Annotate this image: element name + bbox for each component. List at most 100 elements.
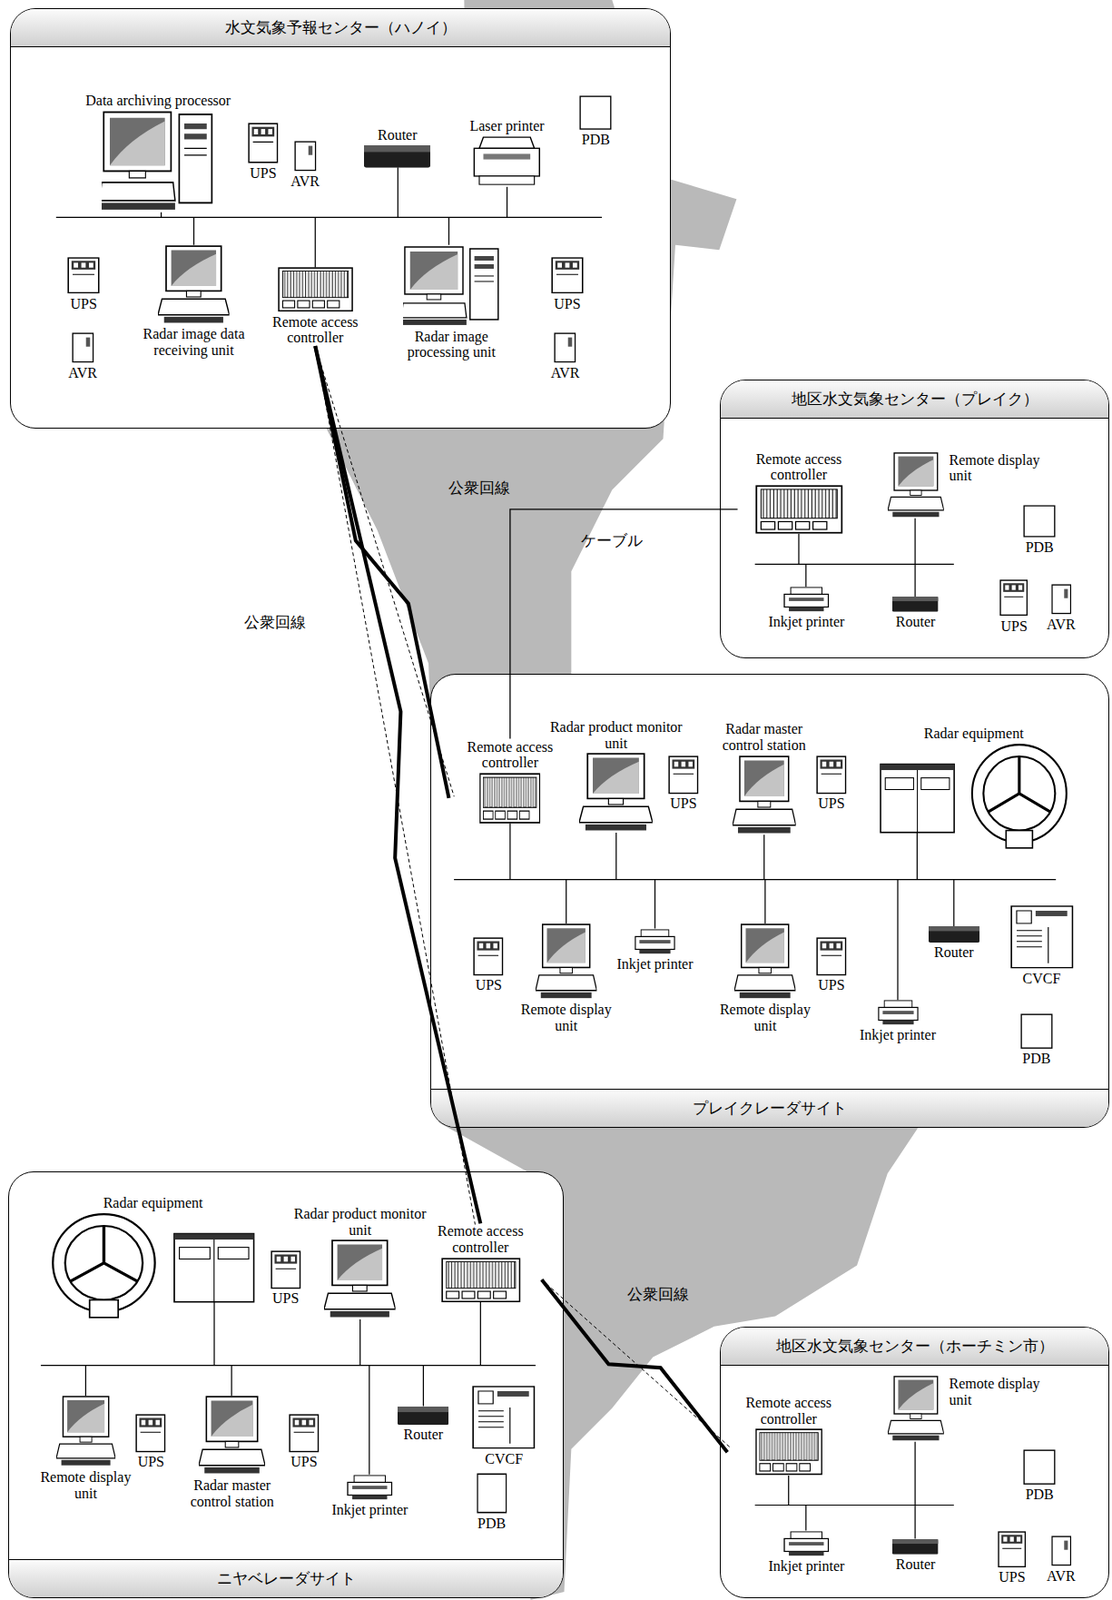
equipment-label: PDB <box>477 1515 506 1532</box>
equipment-label: UPS <box>817 795 845 812</box>
equipment-icon <box>472 1385 536 1449</box>
equipment: UPS <box>247 122 279 182</box>
equipment-icon <box>67 256 100 294</box>
equipment: Radar image processing unit <box>390 245 513 361</box>
equipment-icon <box>892 1538 939 1555</box>
equipment-icon <box>1051 1535 1072 1566</box>
site-title-band: ニヤベレーダサイト <box>9 1558 564 1597</box>
equipment-label: AVR <box>1046 1567 1076 1585</box>
equipment-label: Radar equipment <box>924 725 1024 742</box>
equipment-label: Data archiving processor <box>85 92 231 109</box>
equipment: Remote display unit <box>512 923 620 1034</box>
equipment-icon <box>732 755 797 836</box>
equipment: Inkjet printer <box>617 928 694 973</box>
equipment-label: Radar image processing unit <box>390 328 513 361</box>
equipment: Remote access controller <box>727 1394 850 1476</box>
equipment-icon <box>755 484 844 534</box>
equipment-icon <box>668 755 699 795</box>
equipment: Router <box>892 596 939 630</box>
equipment-icon <box>157 245 230 325</box>
equipment-label: Radar image data receiving unit <box>132 325 256 358</box>
equipment: Radar product monitor unit <box>550 718 683 833</box>
equipment-icon <box>288 1413 320 1453</box>
equipment: CVCF <box>472 1385 536 1467</box>
site-title: 水文気象予報センター（ハノイ） <box>225 17 457 39</box>
equipment-label: PDB <box>581 131 611 148</box>
equipment: AVR <box>551 332 581 381</box>
equipment-icon <box>634 928 676 955</box>
equipment-label: Remote display unit <box>711 1001 819 1034</box>
equipment: Remote access controller <box>419 1222 542 1302</box>
equipment-icon <box>277 266 354 312</box>
line-label: 公衆回線 <box>244 611 306 633</box>
equipment-label: UPS <box>290 1453 317 1470</box>
equipment-label: AVR <box>68 364 98 382</box>
line-label: ケーブル <box>580 530 643 552</box>
equipment-label: AVR <box>1046 616 1076 633</box>
equipment: Remote access controller <box>448 738 571 824</box>
equipment: UPS <box>668 755 699 812</box>
equipment: Remote display unit <box>887 1375 1057 1442</box>
equipment: Data archiving processor <box>85 92 231 213</box>
equipment-label: Inkjet printer <box>859 1026 936 1044</box>
equipment-icon <box>135 1413 167 1453</box>
equipment-label: Remote access controller <box>448 738 571 771</box>
equipment-icon <box>877 999 919 1025</box>
equipment-icon <box>397 1406 449 1425</box>
equipment-icon <box>783 586 830 612</box>
equipment-label: CVCF <box>1023 970 1062 987</box>
equipment: Radar equipment <box>50 1194 256 1320</box>
equipment-icon <box>247 122 279 164</box>
equipment-label: Laser printer <box>469 118 544 135</box>
equipment-label: PDB <box>1025 539 1054 556</box>
equipment-label: Router <box>403 1426 444 1443</box>
equipment-icon <box>346 1474 394 1500</box>
equipment-icon <box>816 755 847 795</box>
equipment: AVR <box>1046 1535 1076 1584</box>
equipment-icon <box>734 923 796 1000</box>
equipment: UPS <box>270 1249 302 1307</box>
equipment: UPS <box>472 936 504 994</box>
equipment: Radar equipment <box>879 725 1069 851</box>
equipment-label: UPS <box>553 295 581 313</box>
equipment-icon <box>1023 504 1056 538</box>
site-title: 地区水文気象センター（ホーチミン市） <box>776 1335 1054 1357</box>
equipment-icon <box>101 109 215 212</box>
equipment: UPS <box>816 936 847 994</box>
equipment: UPS <box>999 579 1028 634</box>
site-title: 地区水文気象センター（プレイク） <box>791 388 1039 410</box>
equipment-icon <box>472 936 504 976</box>
equipment: Router <box>928 925 980 961</box>
equipment-icon <box>441 1257 522 1302</box>
equipment-label: Router <box>895 613 936 630</box>
equipment: Inkjet printer <box>767 586 845 630</box>
equipment-label: Inkjet printer <box>331 1501 408 1518</box>
equipment: Inkjet printer <box>331 1474 408 1518</box>
line-label: 公衆回線 <box>448 477 511 499</box>
equipment-label: UPS <box>475 976 502 994</box>
equipment-label: Remote display unit <box>949 1375 1057 1408</box>
equipment: CVCF <box>1010 905 1074 986</box>
site-box: プレイクレーダサイトRemote access controllerRadar … <box>430 673 1109 1128</box>
equipment-label: Remote display unit <box>31 1468 139 1501</box>
equipment-icon <box>324 1239 396 1319</box>
lightning-line <box>541 1279 729 1452</box>
equipment-icon <box>535 923 597 1000</box>
equipment: UPS <box>997 1530 1026 1585</box>
equipment: Radar master control station <box>708 720 821 835</box>
equipment-label: Inkjet printer <box>767 613 845 630</box>
equipment-icon <box>1023 1448 1056 1485</box>
equipment-icon <box>1051 583 1072 615</box>
equipment-label: Radar product monitor unit <box>294 1205 427 1238</box>
equipment: UPS <box>816 755 847 812</box>
equipment-icon <box>471 135 543 187</box>
equipment-icon <box>892 596 939 612</box>
equipment-label: CVCF <box>484 1450 523 1467</box>
equipment-label: PDB <box>1025 1485 1054 1503</box>
equipment-icon <box>816 936 847 976</box>
equipment: Radar image data receiving unit <box>132 245 256 359</box>
equipment-icon <box>887 1375 945 1442</box>
equipment-label: UPS <box>69 295 97 313</box>
equipment-icon <box>479 772 541 824</box>
equipment: Remote access controller <box>254 266 377 346</box>
